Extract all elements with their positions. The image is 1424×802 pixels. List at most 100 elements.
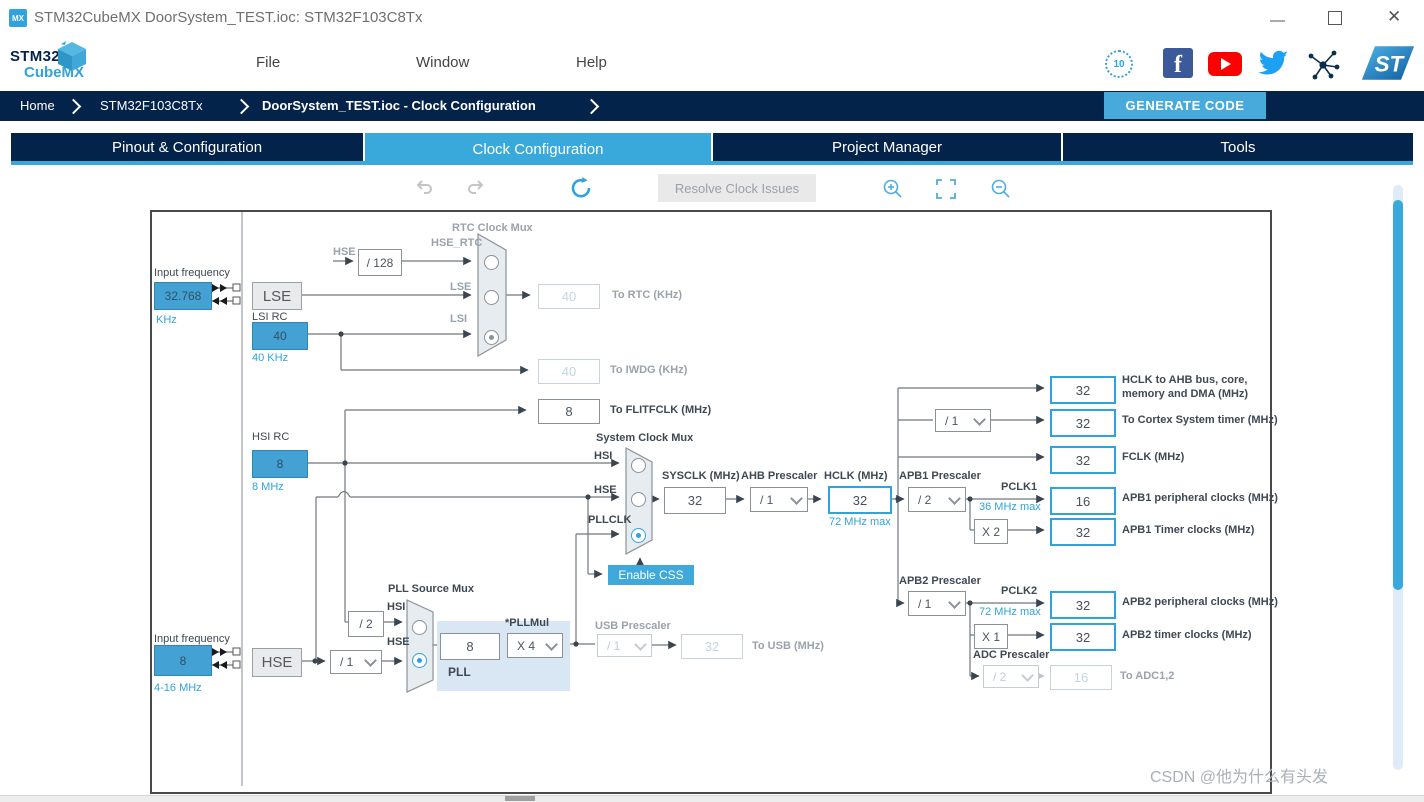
horizontal-scrollbar-thumb[interactable] [505,796,535,801]
lse-unit-label: KHz [156,314,177,326]
ten-years-badge-icon[interactable]: 10 [1105,50,1133,78]
chevron-down-icon [790,491,803,505]
community-network-icon[interactable] [1306,48,1340,80]
hse-frequency-input[interactable]: 8 [154,645,212,676]
youtube-icon[interactable] [1208,52,1242,76]
app-icon: MX [9,9,27,27]
apb1-peripheral-output-box[interactable]: 16 [1050,487,1116,515]
rtc-mux-lsi-radio[interactable] [484,330,499,345]
zoom-out-icon[interactable] [990,178,1012,200]
sys-mux-pllclk-radio[interactable] [631,528,646,543]
hsi-unit-label: 8 MHz [252,481,284,493]
sysclk-value-box: 32 [664,487,726,514]
pclk1-max-label: 36 MHz max [979,501,1041,513]
cortex-timer-output-label: To Cortex System timer (MHz) [1122,414,1278,426]
chevron-down-icon [973,412,986,426]
resolve-clock-issues-button[interactable]: Resolve Clock Issues [658,174,816,202]
cortex-timer-output-box[interactable]: 32 [1050,409,1116,437]
tab-project-manager[interactable]: Project Manager [713,133,1061,161]
pllmul-select[interactable]: X 4 [507,633,563,658]
hse-divider-select[interactable]: / 1 [330,650,382,674]
close-button[interactable]: ✕ [1387,7,1402,26]
minimize-button[interactable]: — [1270,12,1285,29]
apb2-prescaler-value: / 1 [918,596,932,611]
fit-to-screen-icon[interactable] [936,179,956,199]
breadcrumb-home[interactable]: Home [20,98,55,113]
sys-hsi-label: HSI [594,450,613,462]
menu-file[interactable]: File [256,54,281,71]
ahb-prescaler-label: AHB Prescaler [741,470,818,482]
hclk-ahb-output-label: HCLK to AHB bus, core, [1122,374,1248,386]
tab-pinout-configuration[interactable]: Pinout & Configuration [11,133,363,161]
sys-mux-hsi-radio[interactable] [631,458,646,473]
maximize-button[interactable] [1328,11,1342,25]
apb1-prescaler-label: APB1 Prescaler [899,470,981,482]
usb-prescaler-label: USB Prescaler [595,620,671,632]
lse-input-frequency-label: Input frequency [154,267,230,279]
undo-icon[interactable] [414,178,434,196]
rtc-mux-hse-radio[interactable] [484,255,499,270]
pll-input-value-box: 8 [440,633,500,660]
apb1-prescaler-select[interactable]: / 2 [908,487,966,512]
refresh-icon[interactable] [570,176,594,200]
rtc-mux-lse-radio[interactable] [484,290,499,305]
menu-window[interactable]: Window [416,54,470,71]
st-logo-icon[interactable]: ST [1360,44,1416,82]
hsi-divider-box: / 2 [348,611,384,637]
hse-divider-value: / 1 [340,655,354,669]
lsi-value-box: 40 [252,322,308,350]
enable-css-button[interactable]: Enable CSS [608,565,694,585]
to-adc-label: To ADC1,2 [1120,670,1175,682]
generate-code-button[interactable]: GENERATE CODE [1104,92,1266,119]
tab-tools[interactable]: Tools [1063,133,1413,161]
apb2-prescaler-select[interactable]: / 1 [908,591,966,616]
sysclk-label: SYSCLK (MHz) [662,470,740,482]
lse-source-box: LSE [252,282,302,310]
tab-underline [11,161,1413,165]
pll-source-mux-title: PLL Source Mux [388,583,474,595]
apb1-timer-output-box[interactable]: 32 [1050,518,1116,546]
lse-frequency-input[interactable]: 32.768 [154,282,212,310]
adc-value-box: 16 [1050,665,1112,690]
chevron-down-icon [634,637,647,651]
breadcrumb-file[interactable]: DoorSystem_TEST.ioc - Clock Configuratio… [262,98,536,113]
to-rtc-value-box: 40 [538,284,600,309]
to-flitfclk-value-box: 8 [538,399,600,424]
menu-help[interactable]: Help [576,54,607,71]
apb1-timer-output-label: APB1 Timer clocks (MHz) [1122,524,1255,536]
apb2-peripheral-output-box[interactable]: 32 [1050,591,1116,619]
sys-pllclk-label: PLLCLK [588,514,632,526]
ahb-prescaler-select[interactable]: / 1 [750,487,808,512]
cortex-prescaler-select[interactable]: / 1 [935,409,991,432]
pll-name-label: PLL [448,665,471,679]
zoom-in-icon[interactable] [882,178,904,200]
apb1-peripheral-output-label: APB1 peripheral clocks (MHz) [1122,492,1278,504]
adc-prescaler-label: ADC Prescaler [973,649,1050,661]
sys-mux-hse-radio[interactable] [631,492,646,507]
lsi-unit-label: 40 KHz [252,352,289,364]
redo-icon[interactable] [466,178,486,196]
to-iwdg-label: To IWDG (KHz) [610,364,688,376]
fclk-output-box[interactable]: 32 [1050,446,1116,474]
twitter-icon[interactable] [1256,50,1290,78]
pll-mux-hsi-radio[interactable] [412,620,427,635]
hse-rtc-divider-box: / 128 [358,249,402,276]
facebook-icon[interactable]: f [1163,48,1193,78]
breadcrumb-device[interactable]: STM32F103C8Tx [100,98,203,113]
apb2-timer-output-box[interactable]: 32 [1050,623,1116,651]
rtc-clock-mux-title: RTC Clock Mux [452,222,533,234]
chevron-down-icon [364,654,377,667]
horizontal-scrollbar-track[interactable] [0,795,1424,802]
tab-clock-configuration[interactable]: Clock Configuration [365,133,711,165]
usb-prescaler-value: / 1 [607,638,621,653]
hclk-ahb-output-box[interactable]: 32 [1050,376,1116,404]
cortex-prescaler-value: / 1 [945,413,959,428]
rtc-lse-label: LSE [450,281,472,293]
hclk-value-box[interactable]: 32 [828,486,892,514]
pllmul-label: *PLLMul [505,617,549,629]
hse-input-frequency-label: Input frequency [154,633,230,645]
pclk2-label: PCLK2 [1001,585,1038,597]
apb1-timer-multiplier-box: X 2 [974,519,1008,544]
vertical-scrollbar-thumb[interactable] [1393,200,1403,590]
pll-mux-hse-radio[interactable] [412,653,427,668]
